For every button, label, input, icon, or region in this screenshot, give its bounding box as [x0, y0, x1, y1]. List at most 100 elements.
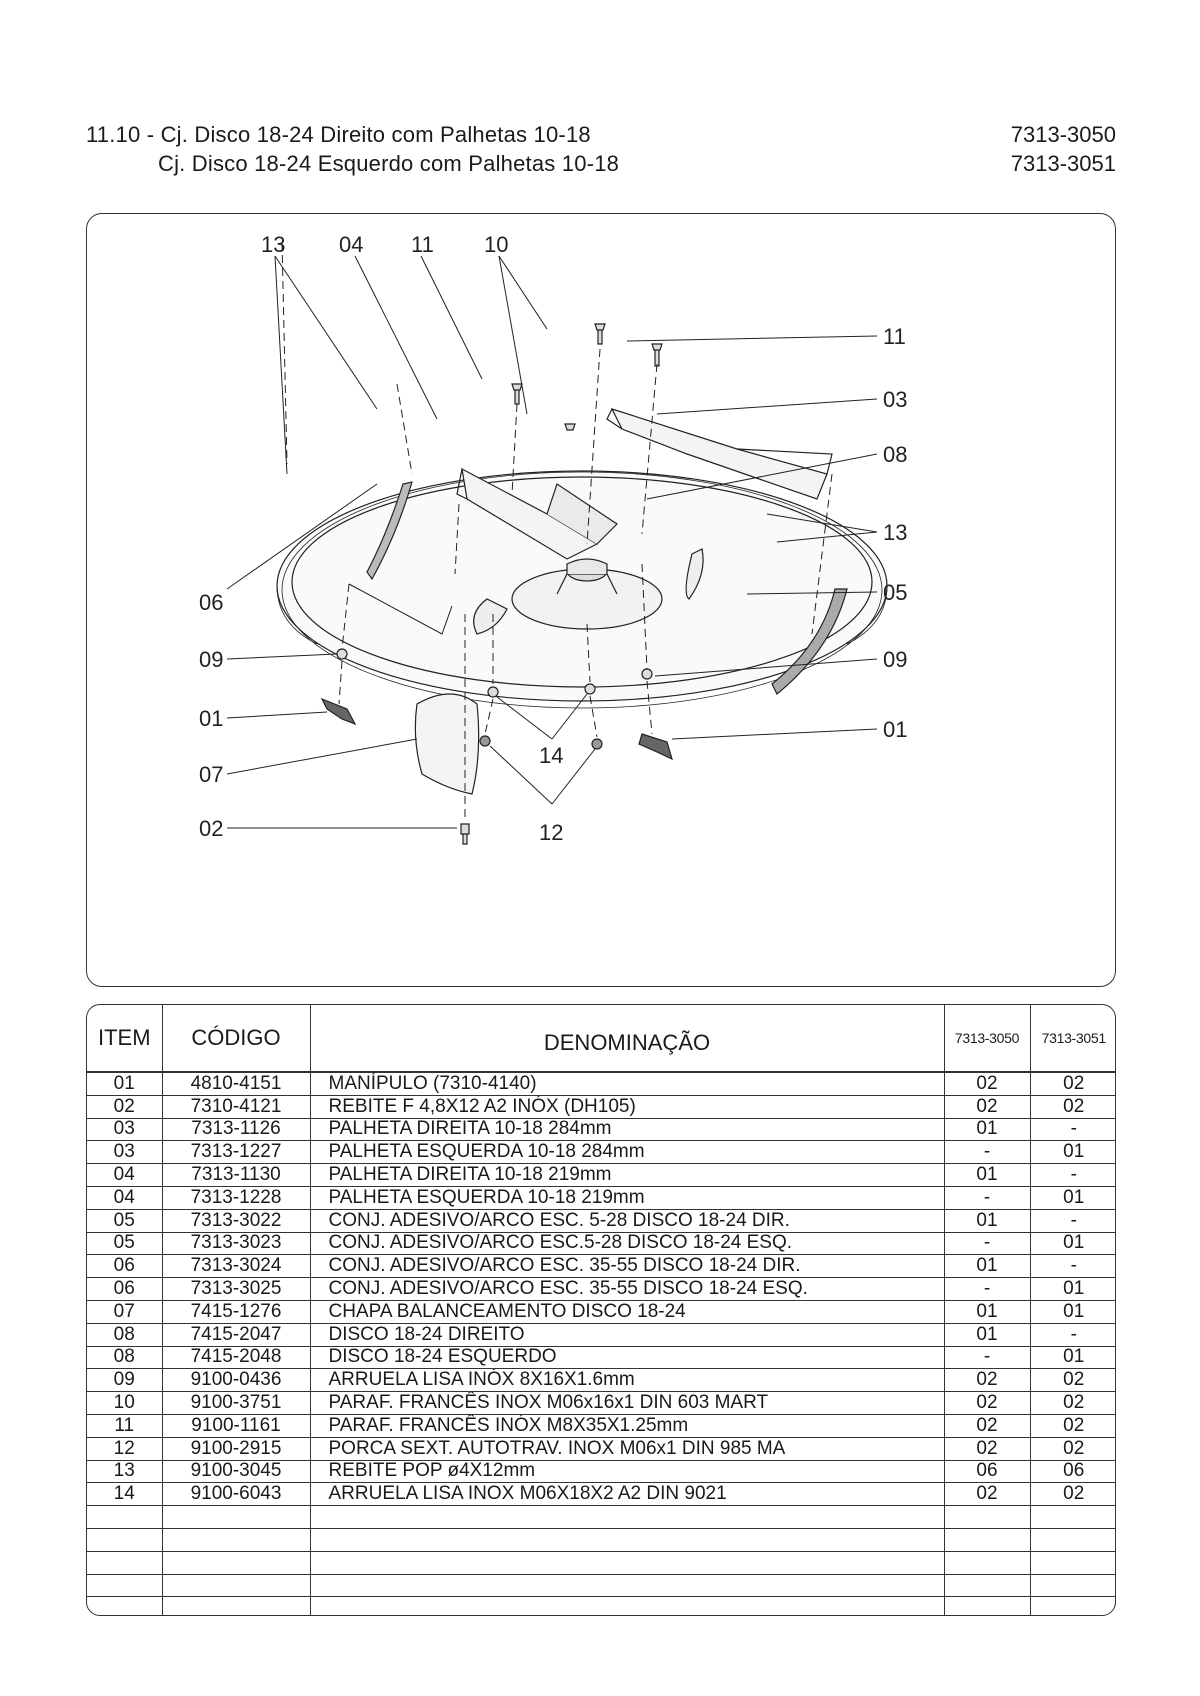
callout-09-right: 09 [883, 647, 907, 672]
arc-06 [366, 481, 413, 581]
washer-09-right [641, 668, 653, 680]
cell-item [87, 1528, 163, 1552]
cell-item: 08 [87, 1323, 163, 1347]
table-row [87, 1596, 1115, 1615]
header-denomination: DENOMINAÇÃO [310, 1005, 945, 1073]
cell-qty-left: 01 [1030, 1140, 1115, 1165]
assembly-code-right: 7313-3050 [1010, 122, 1116, 147]
callout-03-right: 03 [883, 387, 907, 412]
cell-item [87, 1574, 163, 1598]
cell-qty-left: 02 [1030, 1072, 1115, 1096]
cell-item [87, 1551, 163, 1575]
cell-code: 7313-1126 [162, 1118, 311, 1142]
cell-qty-right: 01 [944, 1323, 1031, 1347]
cell-qty-left: 02 [1030, 1095, 1115, 1119]
knob-01-right [638, 733, 673, 761]
rivet-02 [460, 823, 470, 845]
cell-code: 7310-4121 [162, 1095, 311, 1119]
cell-code: 9100-6043 [162, 1482, 311, 1507]
cell-item: 03 [87, 1140, 163, 1165]
cell-item: 02 [87, 1095, 163, 1119]
cell-qty-left [1030, 1574, 1115, 1598]
callout-13-right: 13 [883, 520, 907, 545]
cell-qty-left: 01 [1030, 1186, 1115, 1210]
nut-12-a [479, 735, 491, 747]
cell-code: 7313-3025 [162, 1277, 311, 1301]
cell-qty-right: - [944, 1277, 1031, 1301]
cell-qty-right: 01 [944, 1118, 1031, 1142]
cell-item: 14 [87, 1482, 163, 1507]
knob-01-left [320, 697, 357, 726]
cell-qty-left: 01 [1030, 1232, 1115, 1256]
cell-qty-left: - [1030, 1209, 1115, 1233]
cell-qty-left: 02 [1030, 1391, 1115, 1415]
disc-slot-right [685, 548, 704, 600]
callout-11-right: 11 [883, 324, 906, 349]
header-qty-right: 7313-3050 [944, 1005, 1031, 1073]
cell-qty-right: - [944, 1186, 1031, 1210]
cell-name: REBITE POP ø4X12mm [310, 1460, 945, 1484]
callout-12-bottom: 12 [539, 820, 563, 845]
cell-qty-right: 01 [944, 1209, 1031, 1233]
washer-14-b [584, 683, 596, 695]
callout-08-right: 08 [883, 442, 907, 467]
callout-01-left: 01 [199, 706, 223, 731]
cell-name: CONJ. ADESIVO/ARCO ESC. 5-28 DISCO 18-24… [310, 1209, 945, 1233]
cell-qty-left: 02 [1030, 1368, 1115, 1393]
cell-item: 07 [87, 1300, 163, 1324]
callout-07-left: 07 [199, 762, 223, 787]
table-row [87, 1551, 1115, 1575]
cell-name: CHAPA BALANCEAMENTO DISCO 18-24 [310, 1300, 945, 1324]
cell-name: PORCA SEXT. AUTOTRAV. INOX M06x1 DIN 985… [310, 1437, 945, 1461]
cell-code: 9100-0436 [162, 1368, 311, 1393]
title-left-assembly: Cj. Disco 18-24 Esquerdo com Palhetas 10… [158, 151, 620, 176]
cell-qty-left: 02 [1030, 1437, 1115, 1461]
header-code: CÓDIGO [162, 1005, 311, 1073]
parts-table: ITEM CÓDIGO DENOMINAÇÃO 7313-3050 7313-3… [87, 1005, 1115, 1615]
cell-qty-right: 01 [944, 1300, 1031, 1324]
callout-04-top: 04 [339, 232, 363, 257]
cell-qty-left [1030, 1596, 1115, 1615]
cell-item: 04 [87, 1163, 163, 1187]
cell-name: MANÍPULO (7310-4140) [310, 1072, 945, 1096]
cell-name: PARAF. FRANCÊS INOX M06x16x1 DIN 603 MAR… [310, 1391, 945, 1415]
cell-qty-left [1030, 1528, 1115, 1552]
cell-item: 05 [87, 1232, 163, 1256]
cell-qty-right: 01 [944, 1254, 1031, 1279]
cell-item: 06 [87, 1277, 163, 1301]
callout-06-left: 06 [199, 590, 223, 615]
cell-code: 7313-3022 [162, 1209, 311, 1233]
cell-name: DISCO 18-24 ESQUERDO [310, 1346, 945, 1370]
cell-code: 7313-3024 [162, 1254, 311, 1279]
cell-name [310, 1574, 945, 1598]
cell-name: ARRUELA LISA INÓX 8X16X1.6mm [310, 1368, 945, 1393]
cell-code: 9100-1161 [162, 1414, 311, 1438]
callout-14-bottom: 14 [539, 743, 563, 768]
cell-qty-left: - [1030, 1163, 1115, 1187]
cell-code: 9100-3751 [162, 1391, 311, 1415]
table-row [87, 1505, 1115, 1529]
cell-code: 7313-1227 [162, 1140, 311, 1165]
bolt-10 [594, 323, 606, 345]
cell-item: 09 [87, 1368, 163, 1393]
cell-qty-left [1030, 1551, 1115, 1575]
cell-qty-right [944, 1505, 1031, 1529]
cell-qty-right: 02 [944, 1414, 1031, 1438]
cell-name [310, 1505, 945, 1529]
cell-name: PALHETA ESQUERDA 10-18 219mm [310, 1186, 945, 1210]
cell-qty-right: 02 [944, 1368, 1031, 1393]
cell-name [310, 1551, 945, 1575]
cell-code: 4810-4151 [162, 1072, 311, 1096]
callout-10-top: 10 [484, 232, 508, 257]
cell-qty-right [944, 1551, 1031, 1575]
callout-09-left: 09 [199, 647, 223, 672]
callout-01-right: 01 [883, 717, 907, 742]
plate-07 [414, 693, 480, 795]
